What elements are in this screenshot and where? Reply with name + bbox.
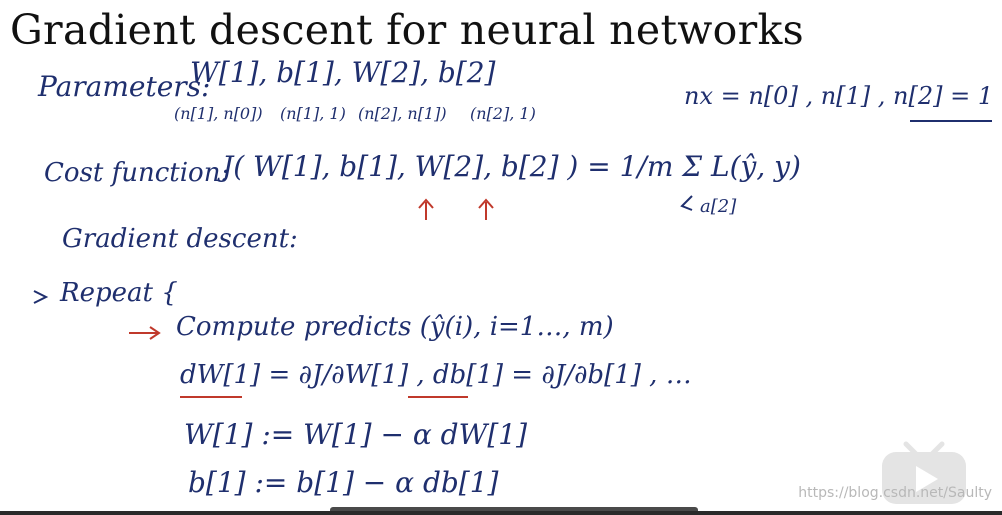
annotation-arrow-icon: [680, 195, 693, 211]
parameters-label: Parameters:: [38, 70, 211, 103]
watermark-url: https://blog.csdn.net/Saulty: [798, 485, 992, 501]
arrow-up-icon-w2: [418, 198, 434, 220]
play-tv-icon: [882, 441, 966, 504]
layer-sizes: nx = n[0] , n[1] , n[2] = 1: [684, 82, 993, 110]
red-arrows: [418, 198, 494, 220]
cost-function-expression: J( W[1], b[1], W[2], b[2] ) = 1/m Σ L(ŷ,…: [222, 150, 801, 183]
derivative-line: dW[1] = ∂J/∂W[1] , db[1] = ∂J/∂b[1] , …: [180, 360, 692, 390]
cost-annotation: a[2]: [700, 196, 737, 217]
cost-function-label: Cost function:: [44, 158, 230, 188]
arrow-right-icon-repeat: [33, 290, 49, 304]
gradient-descent-label: Gradient descent:: [62, 224, 298, 254]
arrow-right-icon-compute: [129, 326, 161, 340]
w-update-line: W[1] := W[1] − α dW[1]: [184, 418, 528, 451]
layer-size-underline: [910, 120, 992, 122]
compute-predictions-line: Compute predicts (ŷ(i), i=1…, m): [176, 312, 614, 342]
slide-title: Gradient descent for neural networks: [10, 6, 804, 54]
repeat-label: Repeat {: [60, 278, 178, 308]
dw-underline: [180, 396, 242, 398]
arrow-up-icon-b2: [478, 198, 494, 220]
video-progress-strip: [0, 511, 1002, 515]
param-dim-b1: (n[1], 1): [280, 104, 346, 123]
db-underline: [408, 396, 468, 398]
param-dim-w2: (n[2], n[1]): [358, 104, 447, 123]
b-update-line: b[1] := b[1] − α db[1]: [188, 466, 499, 499]
param-dim-w1: (n[1], n[0]): [174, 104, 263, 123]
layer-sizes-text: nx = n[0] , n[1] , n[2] = 1: [684, 82, 994, 110]
param-dim-b2: (n[2], 1): [470, 104, 536, 123]
parameters-list: W[1], b[1], W[2], b[2]: [190, 56, 496, 89]
